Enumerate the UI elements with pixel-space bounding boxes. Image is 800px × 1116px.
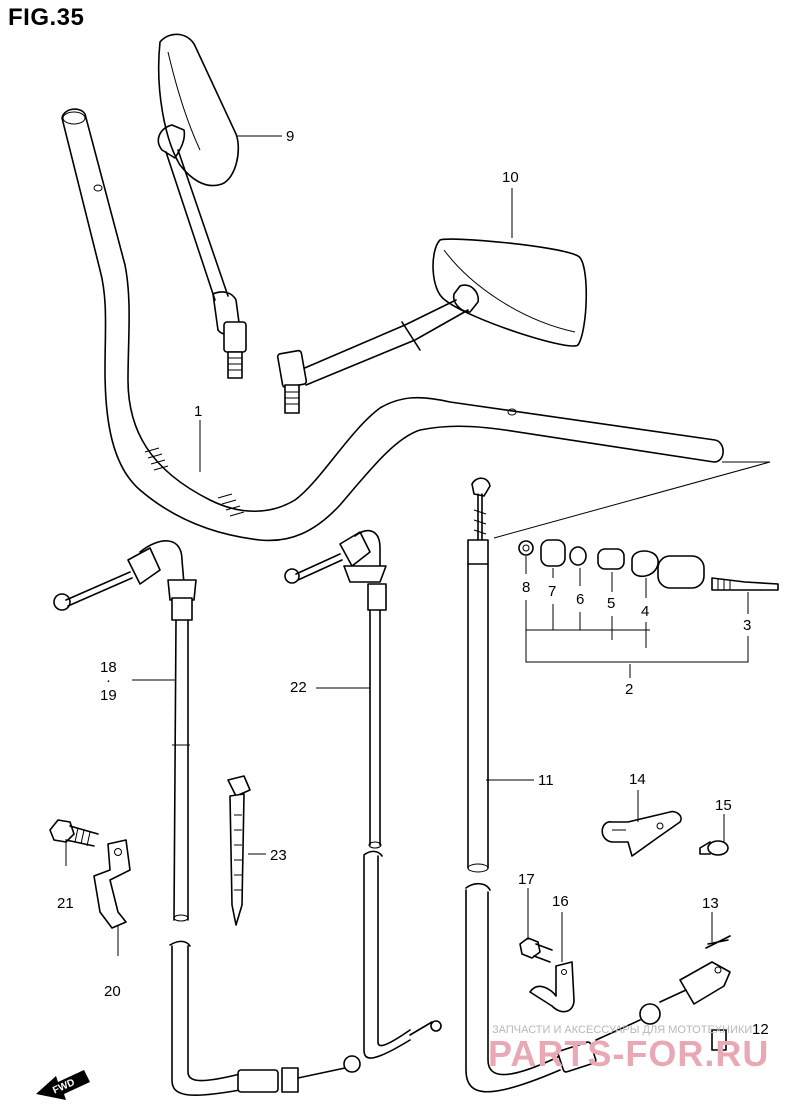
bracket-14[interactable] xyxy=(601,810,682,857)
right-mirror[interactable] xyxy=(276,238,588,414)
cotter-pin-13[interactable] xyxy=(705,935,731,949)
callout-9: 9 xyxy=(286,128,294,145)
clutch-cable[interactable] xyxy=(53,540,361,1096)
callout-11: 11 xyxy=(538,772,554,789)
left-mirror[interactable] xyxy=(157,33,247,379)
callout-5: 5 xyxy=(607,595,615,612)
bracket-20[interactable] xyxy=(93,839,131,929)
callout-1: 1 xyxy=(194,403,202,420)
clamp-16[interactable] xyxy=(529,961,575,1013)
callout-14: 14 xyxy=(629,771,646,788)
screw-15[interactable] xyxy=(699,840,729,856)
callout-3: 3 xyxy=(743,617,751,634)
watermark-site: PARTS-FOR.RU xyxy=(488,1033,769,1074)
callout-21: 21 xyxy=(57,895,74,912)
callout-8: 8 xyxy=(522,579,530,596)
callout-13: 13 xyxy=(702,895,719,912)
cable-joint-12[interactable] xyxy=(659,961,731,1051)
leader-lines xyxy=(65,135,749,962)
throttle-cable[interactable] xyxy=(284,529,442,1059)
figure-title: FIG.35 xyxy=(8,4,85,31)
watermark: ЗАПЧАСТИ И АКСЕССУАРЫ ДЛЯ МОТОТЕХНИКИ PA… xyxy=(488,1024,769,1074)
brake-cable[interactable] xyxy=(465,477,661,1093)
callout-18-19-separator: · xyxy=(106,672,111,689)
callout-18: 18 xyxy=(100,659,117,676)
callout-10: 10 xyxy=(502,169,519,186)
callout-4: 4 xyxy=(641,603,649,620)
cable-tie[interactable] xyxy=(227,775,251,926)
callout-12: 12 xyxy=(752,1021,769,1038)
callout-23: 23 xyxy=(270,847,287,864)
callout-16: 16 xyxy=(552,893,569,910)
callout-15: 15 xyxy=(715,797,732,814)
bolt-21[interactable] xyxy=(49,819,99,847)
handlebar[interactable] xyxy=(61,108,724,542)
bar-end-assembly[interactable] xyxy=(493,461,779,591)
bolt-17[interactable] xyxy=(519,937,553,963)
callout-20: 20 xyxy=(104,983,121,1000)
callout-17: 17 xyxy=(518,871,535,888)
fwd-direction-badge: FWD xyxy=(36,1070,90,1100)
callout-labels: 1 2 3 4 5 6 7 8 9 10 11 12 13 14 15 16 1… xyxy=(57,128,769,1038)
callout-22: 22 xyxy=(290,679,307,696)
callout-19: 19 xyxy=(100,687,117,704)
callout-2: 2 xyxy=(625,681,633,698)
callout-7: 7 xyxy=(548,583,556,600)
watermark-caption: ЗАПЧАСТИ И АКСЕССУАРЫ ДЛЯ МОТОТЕХНИКИ xyxy=(492,1024,752,1036)
callout-6: 6 xyxy=(576,591,584,608)
fwd-arrow-icon xyxy=(36,1070,90,1100)
